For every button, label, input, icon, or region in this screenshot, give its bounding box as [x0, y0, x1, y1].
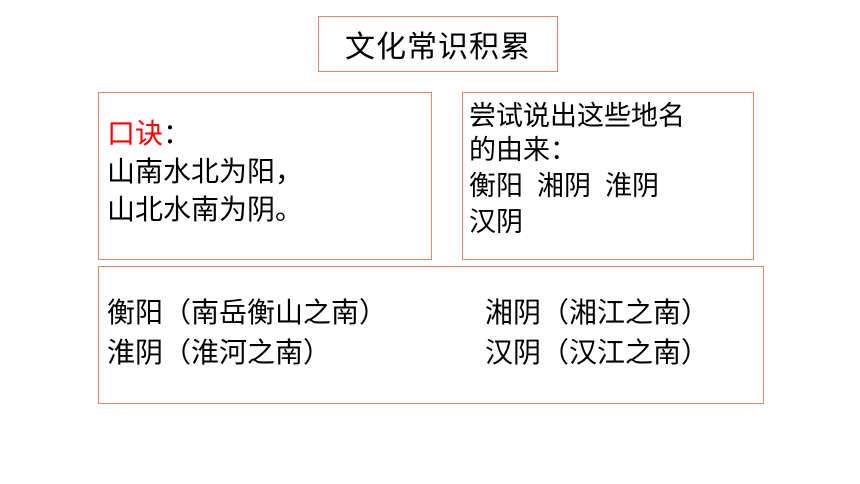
rhyme-colon: ：	[163, 117, 192, 150]
answer-item: 汉阴（汉江之南）	[485, 336, 710, 369]
page-title: 文化常识积累	[345, 30, 531, 65]
rhyme-label: 口诀	[107, 117, 164, 150]
answer-item: 湘阴（湘江之南）	[485, 296, 710, 329]
answer-item: 衡阳（南岳衡山之南）	[107, 296, 388, 329]
place-name: 衡阳	[469, 171, 523, 202]
answer-box: 衡阳（南岳衡山之南） 湘阴（湘江之南） 淮阴（淮河之南） 汉阴（汉江之南）	[98, 266, 764, 404]
rhyme-box: 口诀： 山南水北为阳， 山北水南为阴。	[98, 92, 432, 260]
question-places: 衡阳湘阴淮阴	[469, 171, 659, 203]
place-name: 湘阴	[537, 171, 591, 202]
question-box: 尝试说出这些地名 的由来： 衡阳湘阴淮阴 汉阴	[462, 92, 754, 260]
rhyme-heading: 口诀：	[107, 117, 191, 151]
question-line-4: 汉阴	[469, 207, 523, 238]
rhyme-line-2: 山北水南为阴。	[107, 193, 304, 226]
answer-item: 淮阴（淮河之南）	[107, 336, 332, 369]
question-line-1: 尝试说出这些地名	[469, 101, 685, 132]
rhyme-line-1: 山南水北为阳，	[107, 155, 304, 188]
question-line-2: 的由来：	[469, 135, 577, 166]
place-name: 淮阴	[605, 171, 659, 202]
title-box: 文化常识积累	[318, 16, 558, 72]
